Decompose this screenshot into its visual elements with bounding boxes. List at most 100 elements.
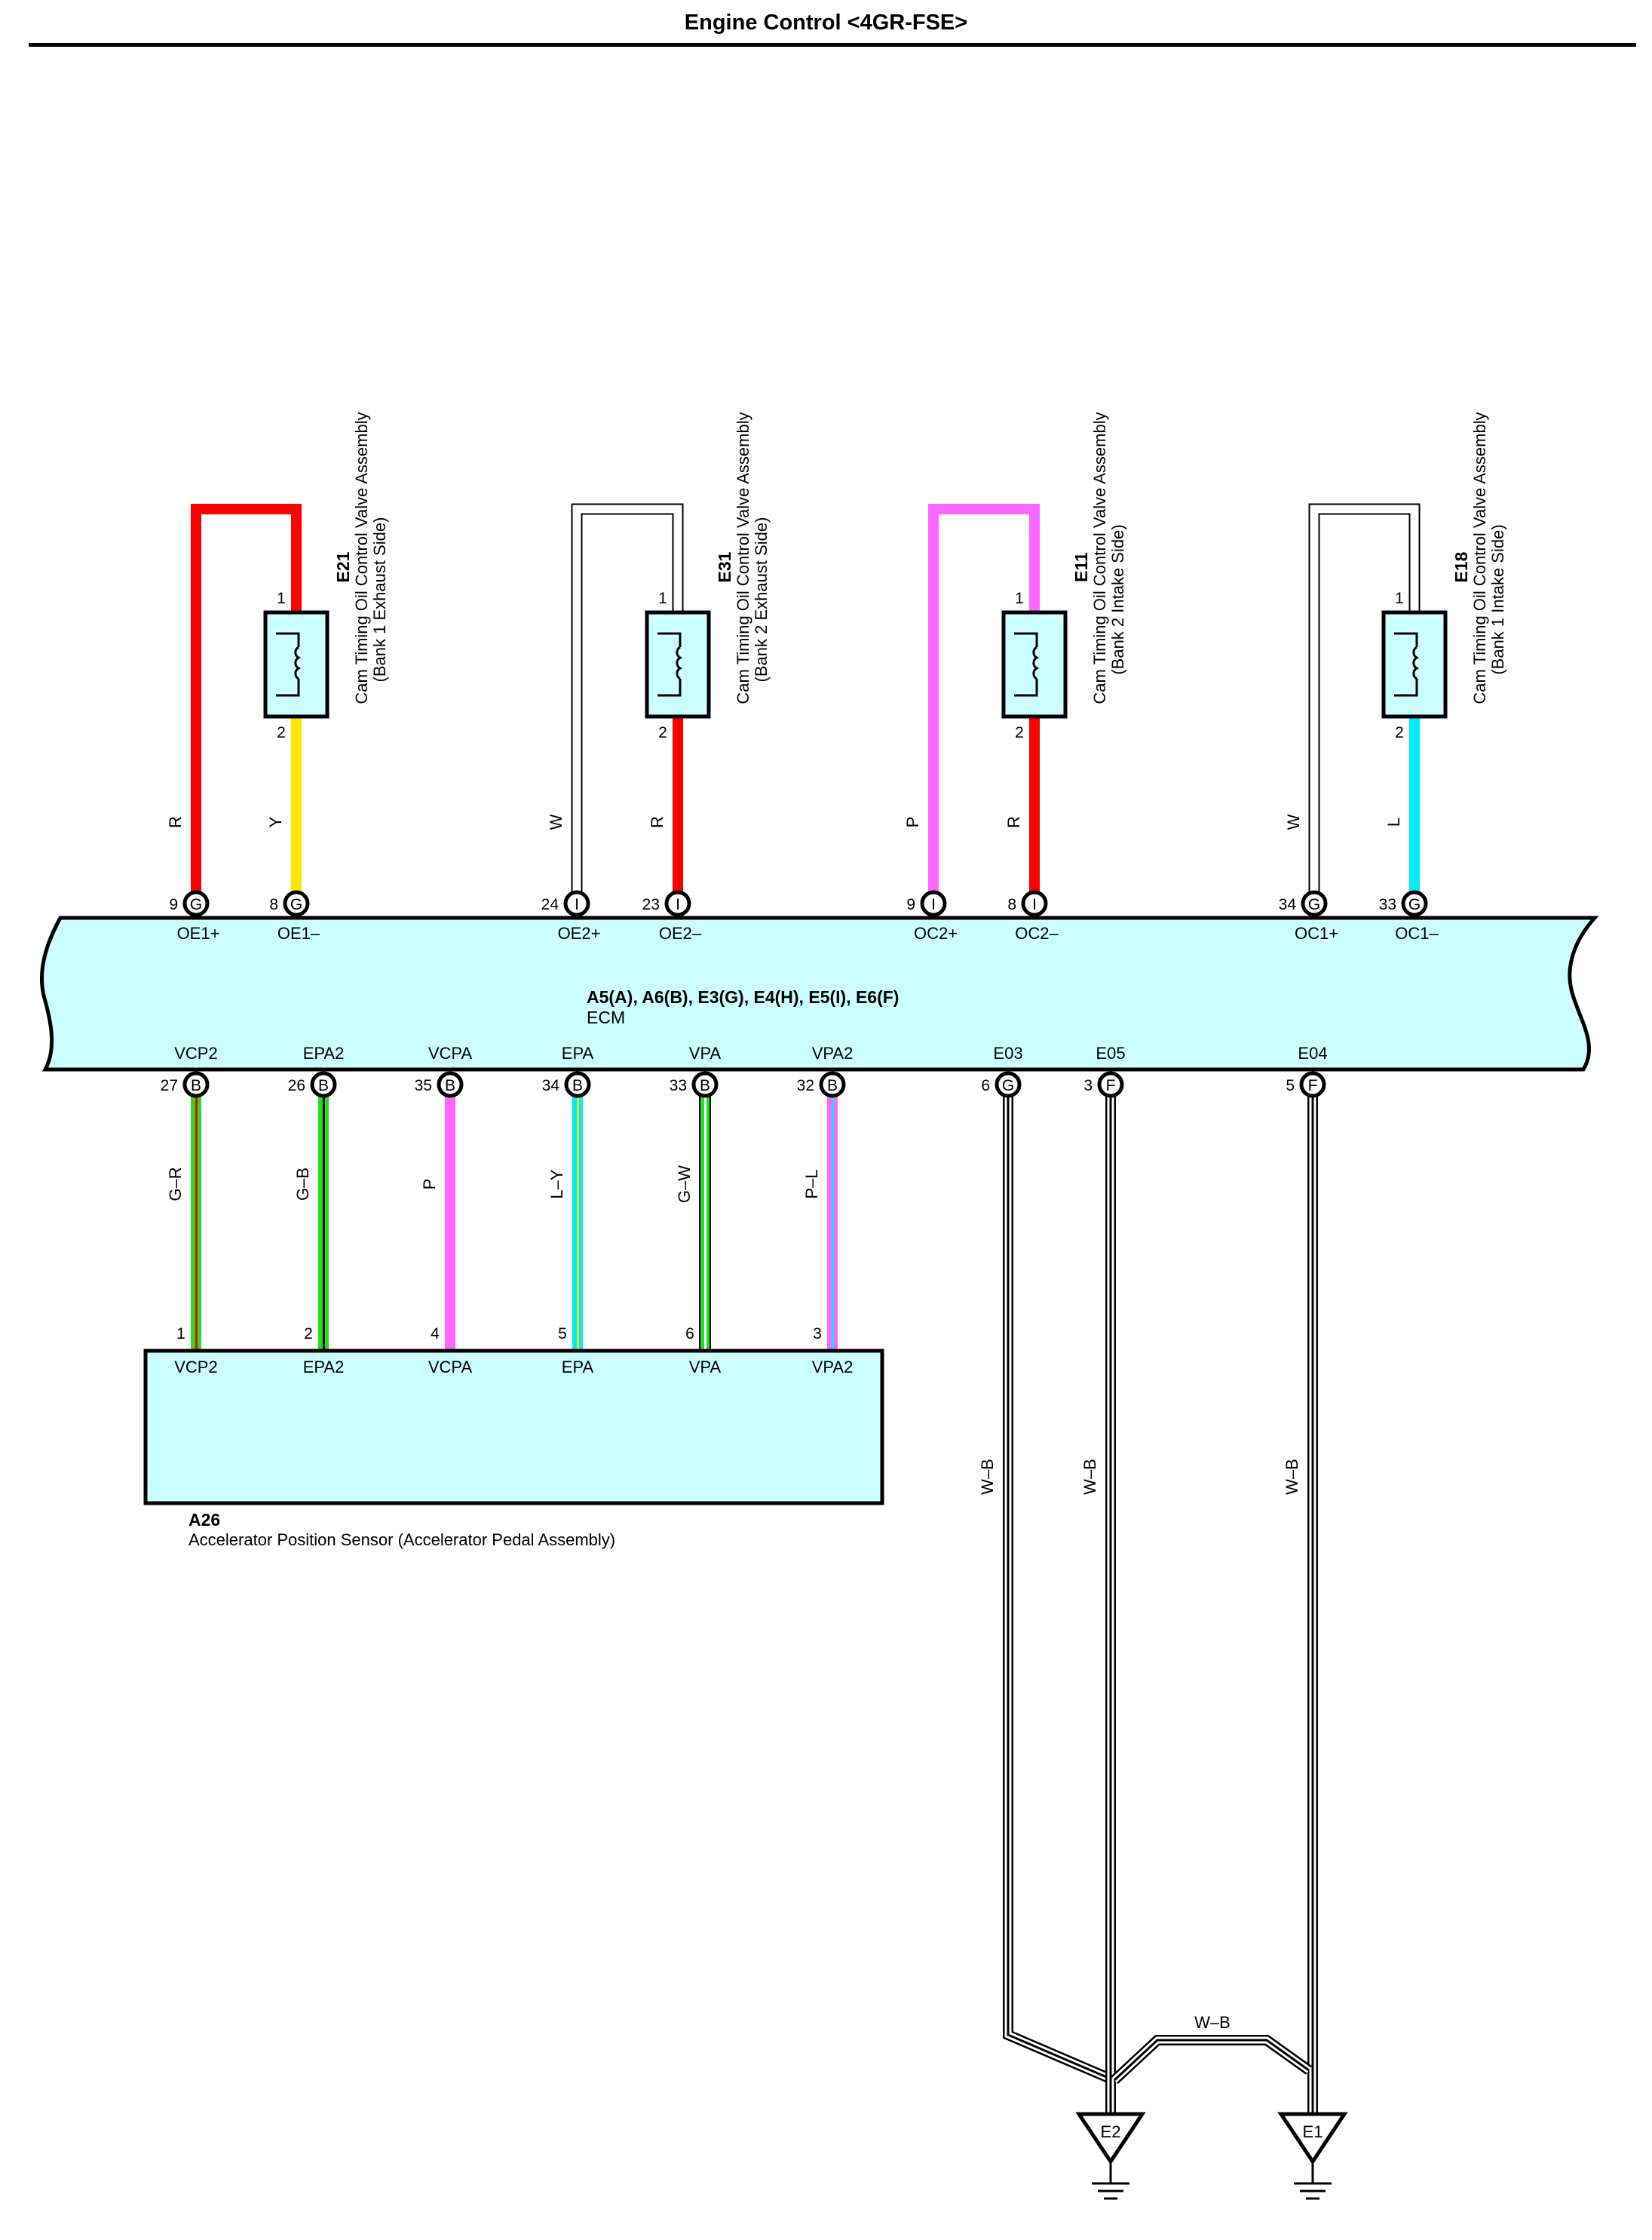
ground-triangle: [1277, 2112, 1348, 2165]
valve-E11-side: (Bank 2 Intake Side): [1108, 524, 1127, 674]
ecm-pin-VCPA-connector-letter: B: [445, 1077, 455, 1094]
sensor-id: A26: [188, 1510, 220, 1530]
ground-wire-E04-code: W–B: [1283, 1459, 1301, 1495]
sensor-pin-6: 6: [685, 1325, 694, 1342]
valve-E11-wire-b-code: R: [1004, 816, 1023, 828]
valve-E18-side: (Bank 1 Intake Side): [1488, 524, 1507, 674]
ecm-pin-EPA-connector-letter: B: [572, 1077, 583, 1094]
ecm-pin-OE2+-terminal: [563, 890, 590, 917]
valve-E21-pin-2: 2: [277, 724, 286, 741]
ecm-pin-EPA-terminal: [564, 1071, 591, 1098]
ecm-pin-OC2–-connector-letter: I: [1032, 896, 1037, 913]
coil-lead-top: [1394, 632, 1418, 647]
coil-winding: [294, 646, 302, 680]
ecm-pin-EPA2-signal: EPA2: [303, 1044, 345, 1063]
ecm-pin-OE1–-signal: OE1–: [277, 924, 320, 943]
coil-lead-bottom: [1014, 679, 1038, 697]
ground-point-E2: E2: [1101, 2122, 1121, 2141]
ecm-pin-EPA-number: 34: [542, 1077, 560, 1094]
valve-E21-id: E21: [333, 551, 353, 582]
ecm-pin-E03-number: 6: [981, 1077, 990, 1094]
sensor-wire-VPA2-tracer: [832, 1086, 834, 1351]
ecm-pin-OC2+-terminal: [920, 890, 947, 917]
ecm-pin-E04-number: 5: [1286, 1077, 1295, 1094]
valve-E18-wire-b-code: L: [1384, 818, 1403, 827]
ground-wire-E03-code: W–B: [978, 1459, 997, 1495]
sensor-wire-VCP2-code: G–R: [166, 1167, 185, 1201]
ecm-pin-OE2+-signal: OE2+: [558, 924, 601, 943]
ecm-pin-VCP2-signal: VCP2: [174, 1044, 217, 1063]
ecm-pin-OE2+-connector-letter: I: [575, 896, 579, 913]
page-title: Engine Control <4GR-FSE>: [684, 11, 968, 35]
ecm-pin-VPA-signal: VPA: [689, 1044, 722, 1063]
valve-E18-pin-2: 2: [1395, 724, 1404, 741]
ecm-pin-OC1+-number: 34: [1279, 896, 1297, 913]
valve-E31-pin-2: 2: [658, 724, 667, 741]
ecm-pin-VCPA-signal: VCPA: [428, 1044, 473, 1063]
ecm-pin-E05-connector-letter: F: [1106, 1077, 1116, 1094]
sensor-pin-2: 2: [304, 1325, 313, 1342]
valve-E11-wire-a-code: P: [903, 817, 922, 828]
valve-E21-wire-a: [191, 504, 302, 915]
solenoid-coil-icon: [1394, 632, 1420, 697]
sensor-wire-EPA2-code: G–B: [293, 1168, 312, 1201]
ecm-pin-OE1+-terminal: [182, 890, 210, 917]
ecm-pin-VCP2-terminal: [182, 1071, 210, 1098]
coil-lead-bottom: [276, 679, 300, 697]
valve-E31-wire-b-code: R: [648, 816, 667, 828]
sensor-terminal-VCP2: VCP2: [174, 1358, 217, 1376]
solenoid-coil-icon: [657, 632, 683, 697]
ecm-pin-EPA2-terminal: [310, 1071, 337, 1098]
ground-wire-E05-code: W–B: [1080, 1459, 1099, 1495]
sensor-pin-3: 3: [813, 1325, 822, 1342]
ecm-pin-OE1+-number: 9: [169, 896, 178, 913]
ecm-pin-OC1+-terminal: [1301, 890, 1328, 917]
valve-E31-name: Cam Timing Oil Control Valve Assembly: [734, 412, 752, 704]
ecm-pin-VCPA-number: 35: [415, 1077, 432, 1094]
ground-jumper-wire: [1113, 2039, 1310, 2082]
ecm-pin-OC2+-number: 9: [906, 896, 915, 913]
ground-wire-E03-outline: [1003, 1095, 1111, 2083]
valve-E31-wire-a: [572, 505, 682, 915]
sensor-terminal-VPA2: VPA2: [812, 1358, 854, 1376]
solenoid-coil-icon: [1014, 632, 1040, 697]
ecm-pin-OE2–-number: 23: [642, 896, 660, 913]
ecm-pin-E03-terminal: [995, 1071, 1022, 1098]
ecm-pin-OE1–-number: 8: [269, 896, 278, 913]
ecm-pin-VPA2-terminal: [819, 1071, 846, 1098]
ecm-pin-OC1–-connector-letter: G: [1408, 896, 1421, 913]
ecm-pin-E05-number: 3: [1083, 1077, 1093, 1094]
solenoid-coil-icon: [276, 632, 302, 697]
valve-E11-box: [1001, 610, 1068, 719]
valve-E11-id: E11: [1071, 552, 1091, 582]
ecm-pin-E04-connector-letter: F: [1308, 1077, 1318, 1094]
ground-point-E1: E1: [1303, 2122, 1323, 2141]
ecm-pin-VPA-number: 33: [670, 1077, 687, 1094]
sensor-terminal-EPA2: EPA2: [303, 1358, 345, 1376]
ecm-pin-OC2–-terminal: [1021, 890, 1048, 917]
ecm-pin-EPA2-connector-letter: B: [318, 1077, 329, 1094]
valve-E11-pin-1: 1: [1015, 590, 1024, 607]
ecm-pin-VCP2-connector-letter: B: [191, 1077, 201, 1094]
sensor-wire-VPA-code: G–W: [675, 1165, 694, 1203]
ground-wire-E03-fill: [1004, 1095, 1110, 2082]
valve-E11-wire-a: [928, 504, 1040, 915]
valve-E18-box: [1381, 610, 1448, 719]
ecm-pin-E03-connector-letter: G: [1002, 1077, 1014, 1094]
ecm-pin-OE2–-signal: OE2–: [659, 924, 702, 943]
valve-E31-wire-a-code: W: [547, 814, 565, 830]
coil-lead-top: [276, 632, 300, 647]
ecm-name: ECM: [587, 1008, 625, 1027]
ecm-pin-E03-signal: E03: [993, 1044, 1022, 1063]
valve-E11-name: Cam Timing Oil Control Valve Assembly: [1090, 412, 1109, 704]
coil-lead-bottom: [657, 679, 682, 697]
ecm-pin-OE1–-terminal: [283, 890, 310, 917]
title-rule: [29, 43, 1636, 47]
ecm-pin-OC1–-signal: OC1–: [1395, 924, 1439, 943]
sensor-wire-VPA-tracer: [704, 1086, 706, 1351]
coil-winding: [676, 646, 683, 680]
ecm-pin-OE1–-connector-letter: G: [290, 896, 302, 913]
coil-lead-top: [1014, 632, 1038, 647]
sensor-name: Accelerator Position Sensor (Accelerator…: [188, 1530, 615, 1549]
sensor-pin-1: 1: [176, 1325, 185, 1342]
